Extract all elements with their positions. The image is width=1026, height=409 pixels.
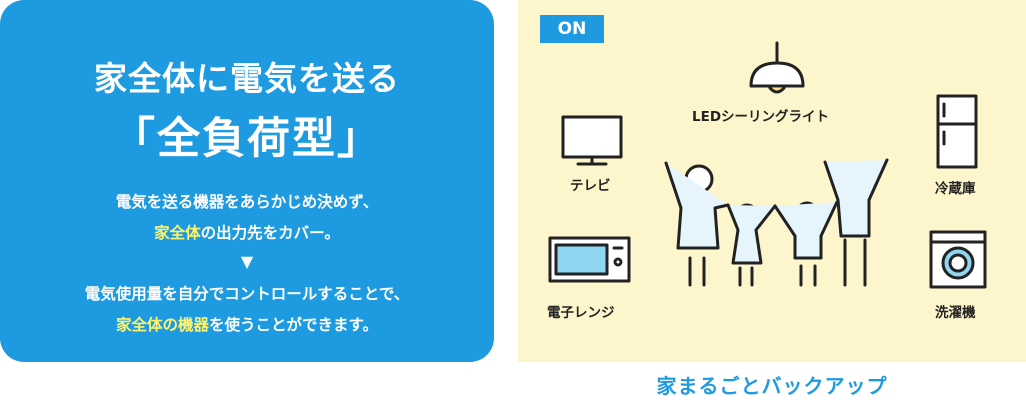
ceiling-light-icon <box>749 41 805 94</box>
highlight-whole-house-devices: 家全体の機器 <box>116 316 210 334</box>
ceiling-light-label: LEDシーリングライト <box>692 109 830 125</box>
fridge-icon <box>936 94 978 169</box>
highlight-whole-house: 家全体 <box>154 224 201 242</box>
body-line4-rest: を使うことができます。 <box>209 316 378 334</box>
right-panel <box>518 0 1026 362</box>
title-line1: 家全体に電気を送る <box>94 59 400 98</box>
appliance-illustration <box>548 41 987 289</box>
washing-machine-icon <box>929 230 987 289</box>
body-line2-rest: の出力先をカバー。 <box>200 224 340 242</box>
body-line2: 家全体の出力先をカバー。 <box>0 223 494 243</box>
body-line1: 電気を送る機器をあらかじめ決めず、 <box>115 193 379 211</box>
body-line4: 家全体の機器を使うことができます。 <box>0 315 494 335</box>
microwave-label: 電子レンジ <box>547 305 615 321</box>
family-icon <box>664 158 889 287</box>
microwave-icon <box>548 236 631 283</box>
on-badge: ON <box>540 15 604 43</box>
title-line2: 「全負荷型」 <box>112 114 382 164</box>
bottom-caption: 家まるごとバックアップ <box>656 374 888 398</box>
washer-label: 洗濯機 <box>935 305 976 321</box>
fridge-label: 冷蔵庫 <box>935 181 976 197</box>
down-arrow-icon: ▼ <box>240 252 254 271</box>
left-panel: 家全体に電気を送る 「全負荷型」 電気を送る機器をあらかじめ決めず、 家全体の出… <box>0 0 494 362</box>
tv-icon <box>561 115 623 166</box>
body-line3: 電気使用量を自分でコントロールすることで、 <box>84 285 410 303</box>
tv-label: テレビ <box>570 178 611 194</box>
